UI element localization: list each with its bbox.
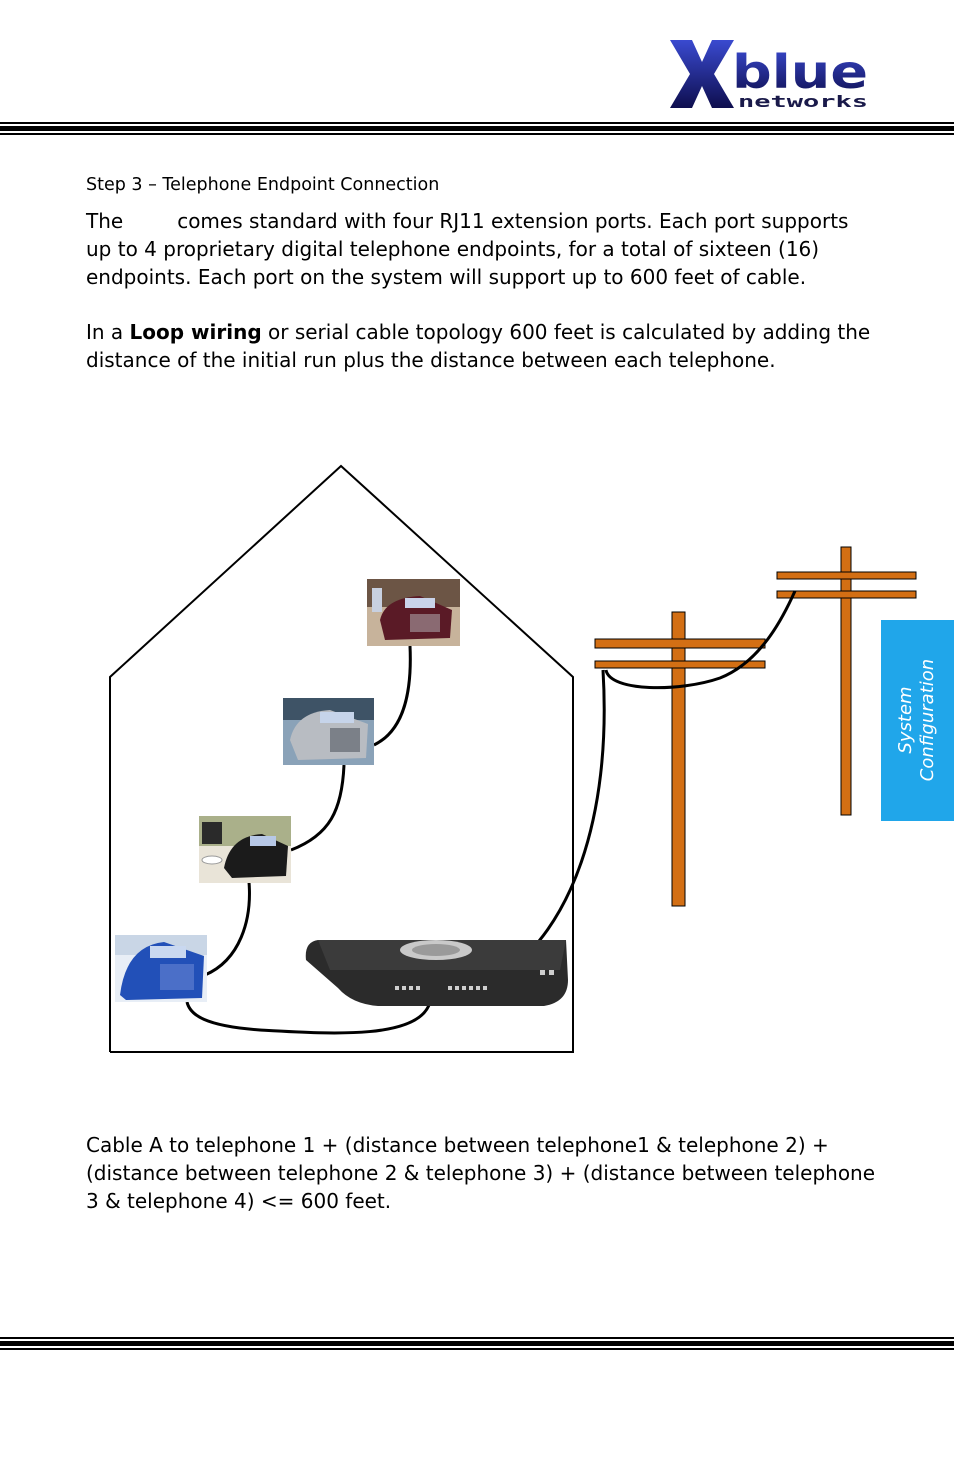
loop-wiring-paragraph: In a Loop wiring or serial cable topolog…: [86, 318, 876, 374]
side-tab-label: System Configuration: [895, 659, 939, 781]
telephone-2-photo: telephone-icon: [199, 816, 291, 883]
telephone-4-photo: telephone-icon: [367, 579, 460, 646]
utility-pole-left: [594, 611, 766, 907]
intro-start: The: [86, 209, 124, 233]
top-divider: [0, 122, 954, 136]
cable-phone2-to-phone3: [290, 764, 346, 852]
loop-start: In a: [86, 320, 130, 344]
cable-a: [501, 669, 606, 977]
side-tab-line2: Configuration: [917, 658, 938, 782]
side-tab-line1: System: [895, 686, 916, 754]
phone-system-unit: phone-system-icon: [305, 940, 568, 1006]
cable-length-formula: Cable A to telephone 1 + (distance betwe…: [86, 1133, 876, 1213]
bottom-divider: [0, 1337, 954, 1351]
utility-pole-right: [776, 546, 917, 816]
xblue-logo: blue networks: [668, 38, 872, 112]
loop-wiring-diagram: telephone-icon telephone-icon telephone-…: [109, 464, 917, 1053]
telephone-3-photo: telephone-icon: [283, 698, 374, 765]
telephone-1-photo: telephone-icon: [115, 935, 207, 1002]
overhead-cable: [604, 590, 797, 690]
logo-main-text: blue: [732, 45, 868, 99]
logo-sub-text: networks: [738, 92, 868, 111]
step-heading: Step 3 – Telephone Endpoint Connection: [86, 175, 440, 195]
cable-phone1-to-phone2: [204, 881, 251, 977]
intro-rest: comes standard with four RJ11 extension …: [86, 209, 849, 289]
loop-wiring-term: Loop wiring: [129, 320, 262, 344]
logo-graphic: blue networks: [670, 40, 868, 111]
section-side-tab[interactable]: System Configuration: [881, 620, 954, 821]
cable-phone3-to-phone4: [373, 645, 412, 747]
house-outline: [109, 464, 574, 1053]
loop-rest: or serial cable topology 600 feet is cal…: [86, 320, 871, 372]
cable-system-to-phone1: [185, 1001, 432, 1035]
